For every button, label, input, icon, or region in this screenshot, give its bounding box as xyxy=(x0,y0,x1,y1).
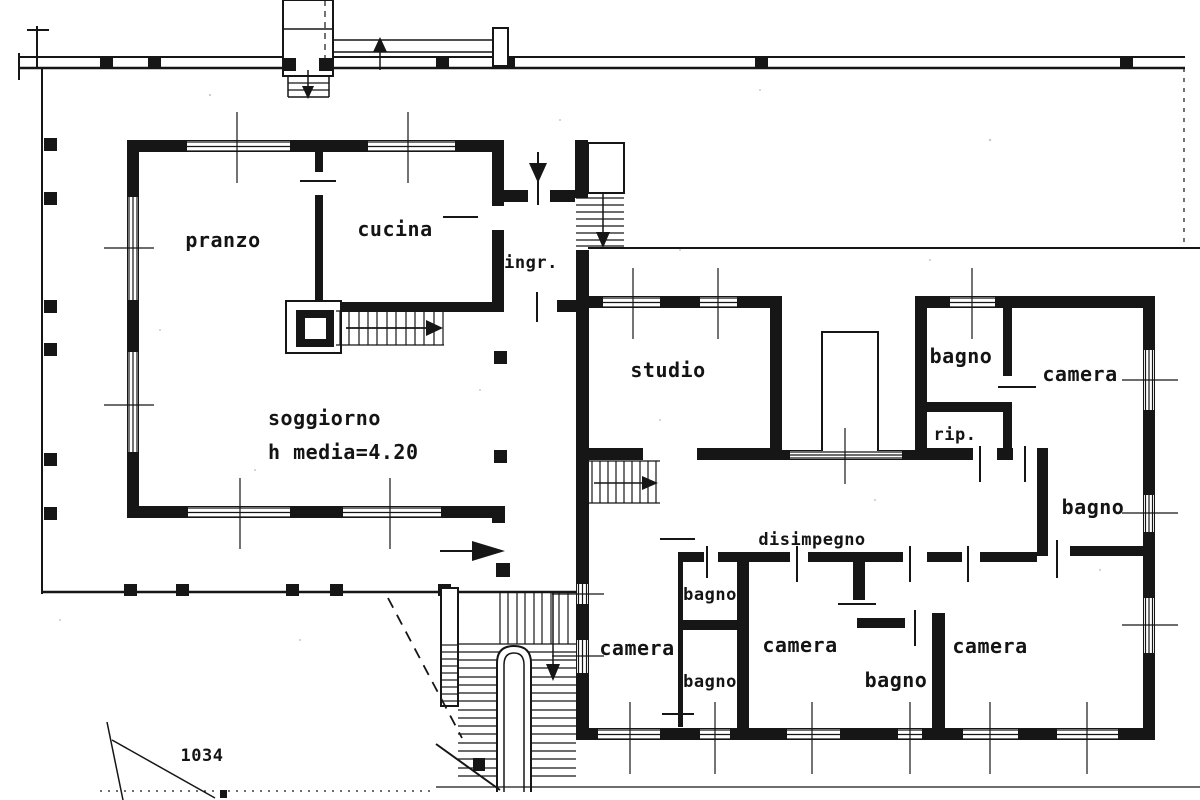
pillar xyxy=(496,563,510,577)
walkway-ramp xyxy=(333,27,509,70)
stair-direction-arrow xyxy=(302,86,314,99)
parcel-number: 1034 xyxy=(181,746,224,766)
top-entry-stairs xyxy=(282,0,334,99)
windows xyxy=(104,112,1178,774)
room-label-ingresso: ingr. xyxy=(504,253,558,273)
room-label-bagno-top: bagno xyxy=(930,344,993,368)
room-label-disimpegno: disimpegno xyxy=(758,530,865,550)
soggiorno-stairs xyxy=(336,310,444,346)
terrace-boundary xyxy=(18,26,1185,596)
room-label-ripostiglio: rip. xyxy=(934,425,977,445)
pillar xyxy=(494,450,507,463)
room-label-pranzo: pranzo xyxy=(185,228,260,252)
wing-stairs xyxy=(589,460,660,504)
stair-railing xyxy=(496,644,532,792)
room-label-camera-bottom-right: camera xyxy=(952,634,1027,658)
light-well xyxy=(821,331,879,459)
soggiorno-entry-arrow xyxy=(440,541,505,561)
scan-noise xyxy=(59,89,1101,641)
room-label-cucina: cucina xyxy=(357,217,432,241)
room-label-bagno-right: bagno xyxy=(1062,495,1125,519)
room-label-camera-top: camera xyxy=(1042,362,1117,386)
room-note-height: h media=4.20 xyxy=(268,440,419,464)
room-labels: pranzo cucina ingr. studio soggiorno h m… xyxy=(181,217,1125,766)
room-label-studio: studio xyxy=(630,358,705,382)
entrance-arrow xyxy=(529,152,547,205)
room-label-camera-bottom-left: camera xyxy=(599,636,674,660)
room-label-soggiorno: soggiorno xyxy=(268,406,381,430)
room-label-camera-bottom-middle: camera xyxy=(762,633,837,657)
fireplace xyxy=(285,300,342,354)
room-label-bagno-mid-lower: bagno xyxy=(683,672,737,692)
site-lines xyxy=(100,721,1200,800)
room-label-bagno-mid-upper: bagno xyxy=(683,585,737,605)
external-stairs xyxy=(387,587,576,792)
room-label-bagno-bottom: bagno xyxy=(865,668,928,692)
terrace-post xyxy=(100,58,113,69)
pillar xyxy=(494,351,507,364)
wing-door-marks xyxy=(660,386,1058,715)
ramp-up-arrow xyxy=(373,37,387,52)
service-stairs xyxy=(575,140,625,248)
